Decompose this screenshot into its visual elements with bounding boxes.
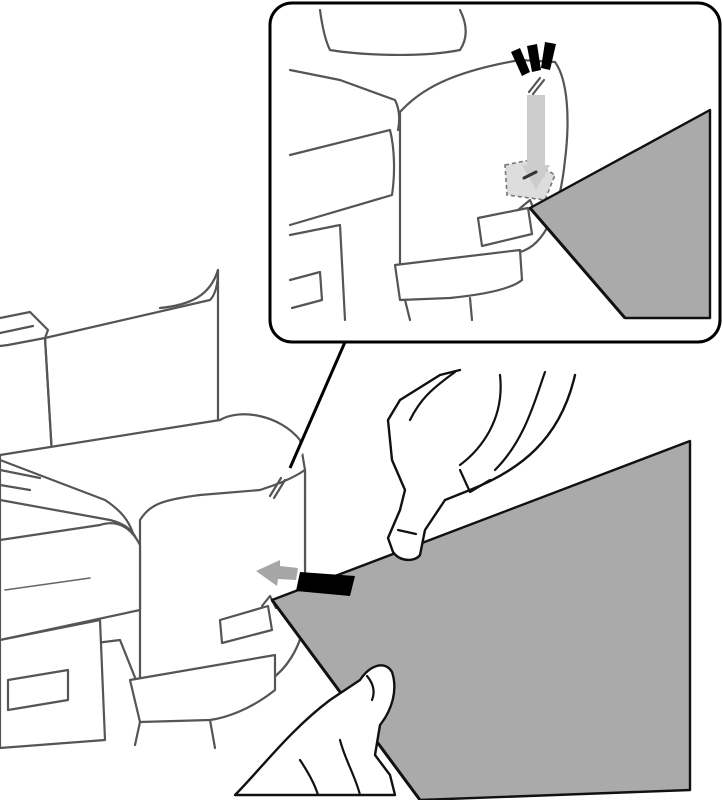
printer-icon <box>0 270 305 748</box>
